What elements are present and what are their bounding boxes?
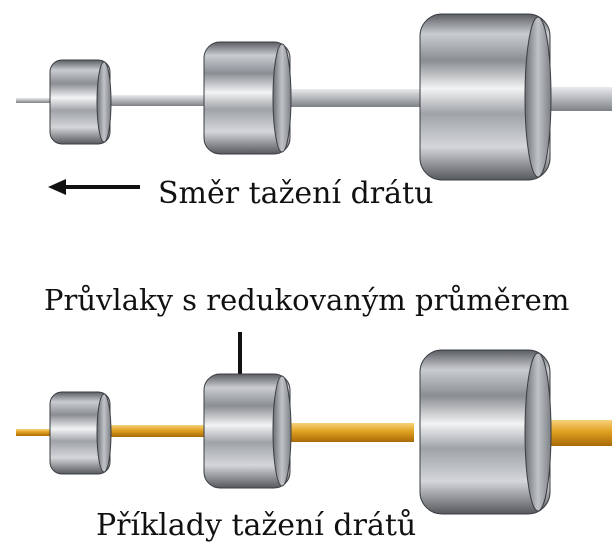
pointer-line xyxy=(238,332,242,376)
die-medium xyxy=(203,41,292,155)
bottom-row xyxy=(16,349,612,515)
die-large-bottom xyxy=(419,349,552,515)
copper-segment-medium xyxy=(108,425,204,437)
copper-segment-thin xyxy=(16,429,56,436)
copper-segment-thick xyxy=(286,423,414,442)
die-small-bottom xyxy=(49,391,112,475)
direction-arrow xyxy=(48,179,140,195)
die-large xyxy=(419,13,552,181)
die-small xyxy=(49,59,112,145)
wire-segment-thick xyxy=(288,89,422,107)
wire-segment-input xyxy=(546,87,612,111)
top-row xyxy=(16,13,612,181)
direction-label: Směr tažení drátu xyxy=(158,176,433,211)
dies-label: Průvlaky s redukovaným průměrem xyxy=(44,283,569,317)
copper-segment-input xyxy=(540,420,612,446)
wire-segment-thin xyxy=(16,98,56,103)
die-medium-bottom xyxy=(203,373,292,489)
examples-label: Příklady tažení drátů xyxy=(96,508,416,543)
wire-segment-medium xyxy=(108,95,204,106)
